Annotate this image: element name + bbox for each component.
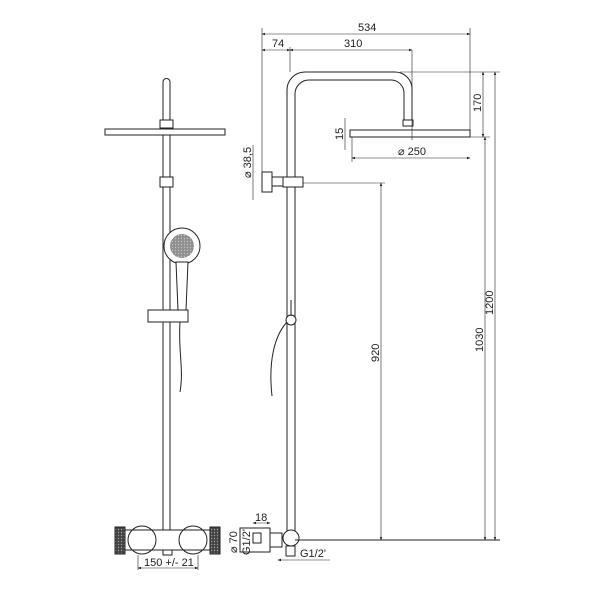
overall-width-label: 534 [358,22,376,34]
head-swivel [402,119,414,127]
hand-shower-handle [175,261,189,311]
mixer-diameter-label: ⌀ 70 [228,531,240,553]
riser-pipe [162,78,171,540]
temperature-knob [114,526,126,555]
slider-holder [147,309,189,323]
inlet-thread-label: G1/2' [241,529,253,555]
shower-hose-side [270,321,288,397]
wall-offset-label: 74 [272,38,284,50]
head-thickness-label: 15 [334,128,346,140]
head-diameter-label: ⌀ 250 [398,146,426,158]
front-view: 150 +/- 21 [104,78,226,570]
wall-bracket [261,171,273,193]
arm-drop-label: 170 [472,94,484,112]
slider-knob [285,314,297,326]
arm-reach-label: 310 [344,38,362,50]
side-view [239,71,500,557]
total-height-label: 1200 [484,291,496,315]
diverter-clamp [159,176,174,188]
flow-knob [209,526,221,555]
thermostatic-mixer-body [124,529,211,551]
overhead-shower-plate [104,128,226,136]
shower-hose [179,321,182,393]
overhead-shower-side [349,129,471,138]
mixer-depth-label: 18 [255,512,267,524]
inlet-spacing-label: 150 +/- 21 [144,557,194,569]
bracket-diameter-label: ⌀ 38,5 [242,147,254,178]
bracket-clamp [282,176,304,188]
head-connector [159,119,174,129]
outlet-thread-label: G1/2' [300,548,326,560]
head-height-label: 1030 [474,328,486,352]
dimension-lines: 534 74 310 170 15 ⌀ 250 ⌀ 38,5 920 1030 … [228,22,500,562]
shower-arm [294,79,405,540]
bracket-height-label: 920 [370,344,382,362]
